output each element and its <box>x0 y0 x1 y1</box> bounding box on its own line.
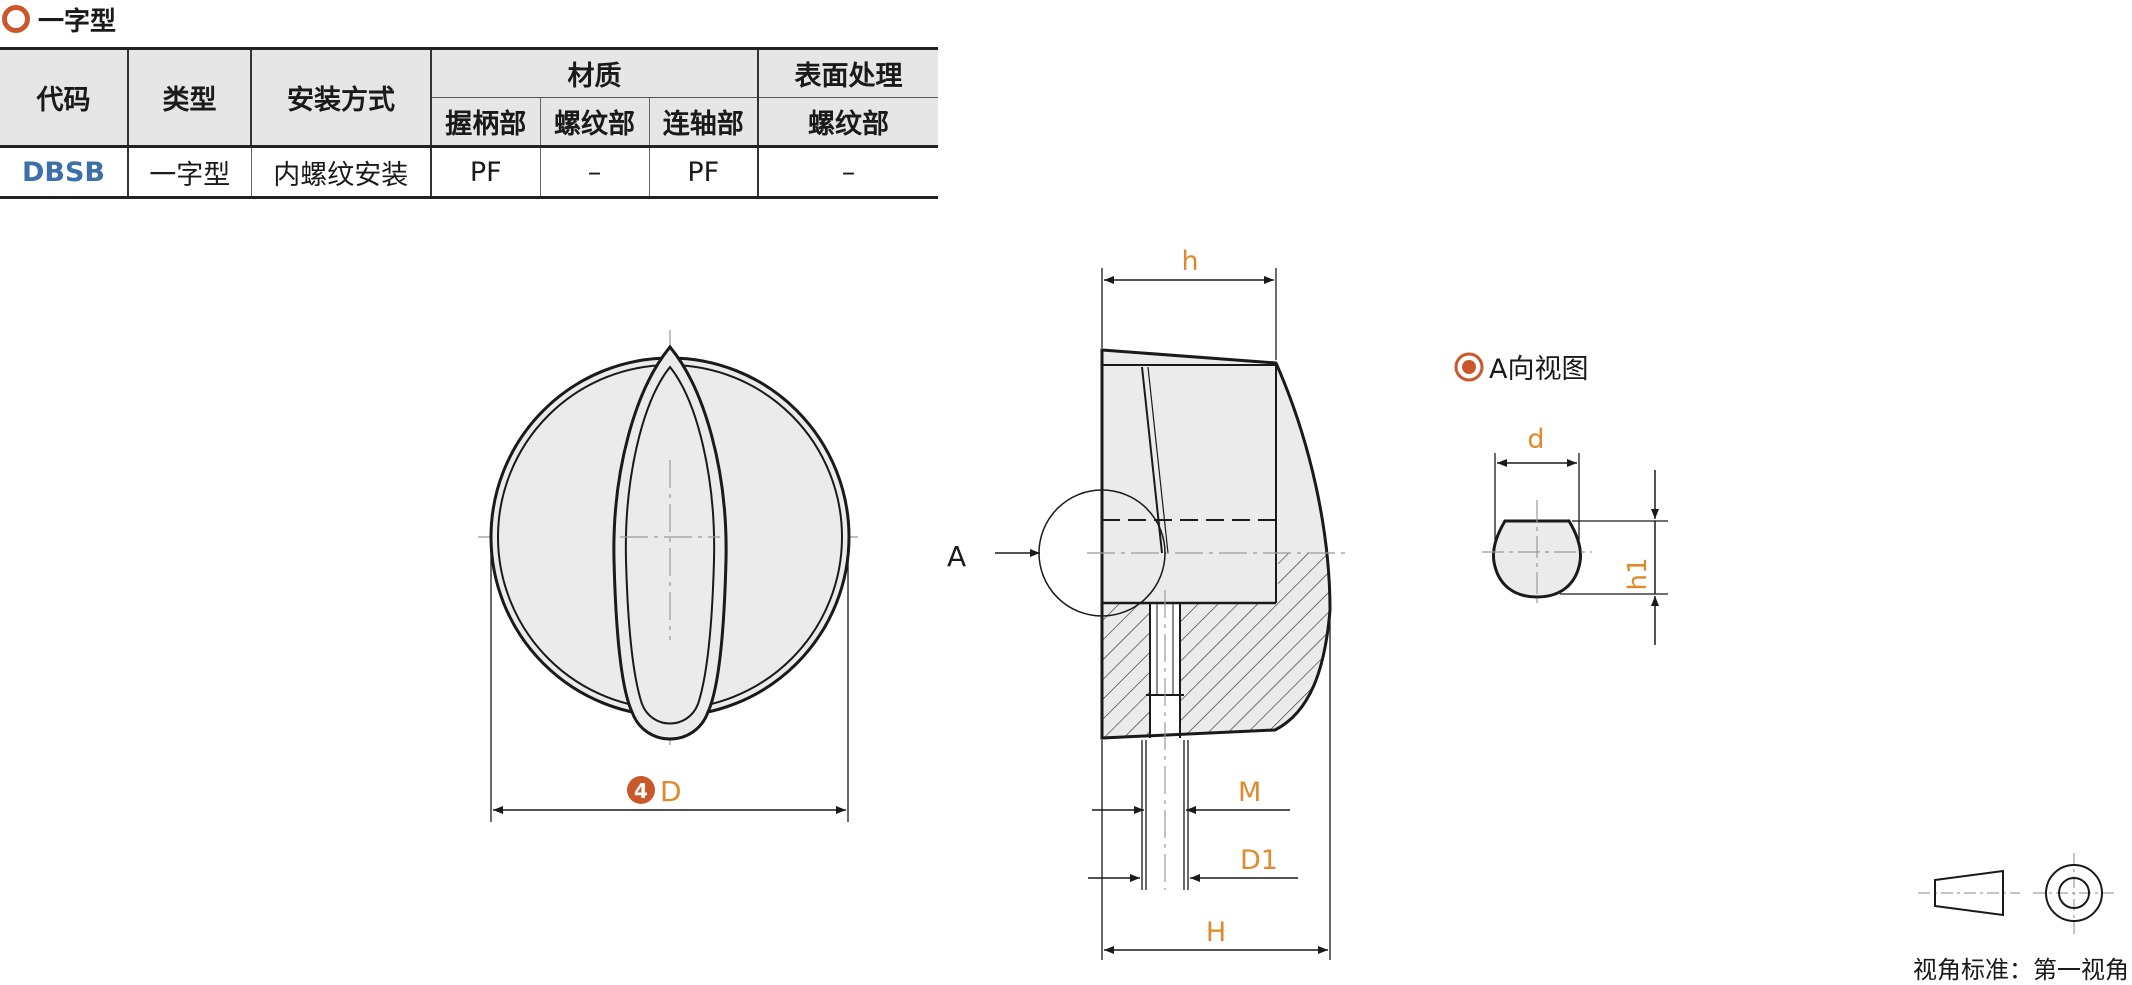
section-title-text: 一字型 <box>38 6 117 37</box>
cell-mounting: 内螺纹安装 <box>251 145 432 199</box>
cell-grip: PF <box>431 145 541 199</box>
dimension-label-D: D <box>660 775 682 808</box>
grip-cavity <box>1102 365 1278 603</box>
dimension-label-d: d <box>1527 424 1544 455</box>
header-thread-material: 螺纹部 <box>540 97 650 147</box>
cell-type: 一字型 <box>128 145 252 199</box>
badge-number: 4 <box>634 779 648 803</box>
projection-circle-icon <box>2045 864 2103 922</box>
target-bullet-icon <box>1454 352 1484 382</box>
grip-wing-outer <box>612 344 728 741</box>
front-view: 4 D <box>478 330 862 822</box>
grip-wing-inner <box>624 365 716 725</box>
side-view: A h M D1 H <box>947 246 1345 960</box>
header-thread-surface: 螺纹部 <box>758 97 938 147</box>
cell-code: DBSB <box>0 145 129 199</box>
cell-thread-surface: – <box>758 145 938 199</box>
dimension-label-h1: h1 <box>1623 557 1653 590</box>
a-view: A向视图 d h1 <box>1454 352 1668 645</box>
cell-thread-material: – <box>540 145 650 199</box>
header-code: 代码 <box>0 47 129 147</box>
header-surface: 表面处理 <box>758 47 938 98</box>
spec-table: 代码 类型 安装方式 材质 表面处理 握柄部 螺纹部 连轴部 螺纹部 DBSB … <box>0 47 938 199</box>
header-type: 类型 <box>128 47 252 147</box>
a-view-title: A向视图 <box>1489 354 1588 385</box>
header-mounting: 安装方式 <box>251 47 432 147</box>
badge-circle <box>627 776 655 804</box>
table-row: DBSB 一字型 内螺纹安装 PF – PF – <box>0 145 938 199</box>
cell-shaft: PF <box>649 145 759 199</box>
projection-cone-icon <box>1934 869 2004 917</box>
section-title: 一字型 <box>2 2 117 37</box>
dimension-label-D1: D1 <box>1240 845 1278 876</box>
a-view-section-shape <box>1492 519 1582 599</box>
header-grip: 握柄部 <box>431 97 541 147</box>
first-angle-projection-symbol: 视角标准：第一视角 <box>1913 853 2129 984</box>
header-material: 材质 <box>431 47 759 98</box>
dimension-label-h: h <box>1181 246 1198 277</box>
label-A: A <box>947 540 966 573</box>
dimension-label-H: H <box>1206 917 1226 948</box>
ring-bullet-icon <box>2 5 30 33</box>
projection-caption: 视角标准：第一视角 <box>1913 956 2129 984</box>
dimension-label-M: M <box>1238 777 1261 808</box>
